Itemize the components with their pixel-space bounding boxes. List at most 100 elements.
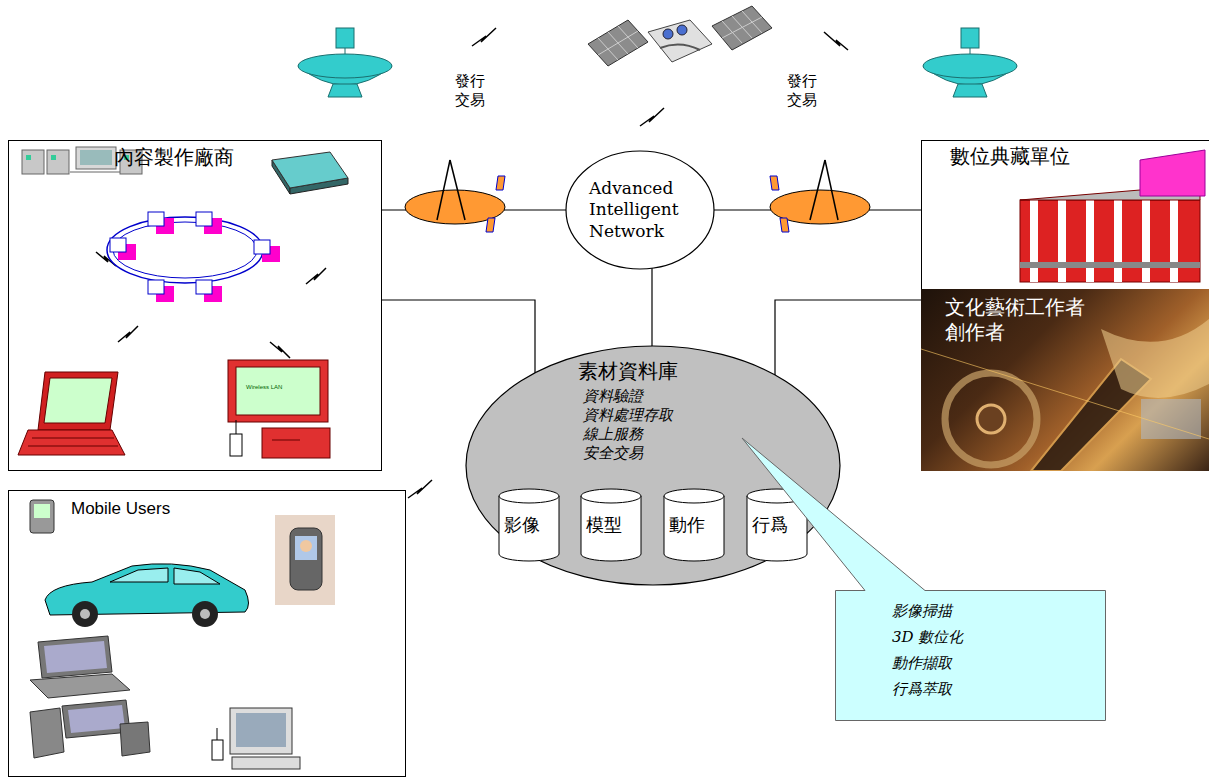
building xyxy=(1142,200,1150,282)
satellite-dish xyxy=(923,54,1017,78)
laptop xyxy=(44,378,112,423)
cylinder-label: 影像 xyxy=(504,514,540,537)
connector-line xyxy=(775,300,921,375)
shape-part xyxy=(566,151,714,269)
satellite xyxy=(598,31,638,55)
link-label: 發行 交易 xyxy=(787,72,821,110)
satellite xyxy=(660,44,700,50)
company-box: 內容製作廠商 xyxy=(8,140,382,471)
laptop xyxy=(120,722,150,756)
antenna xyxy=(780,218,789,232)
mobile-users-box: Mobile Users xyxy=(8,490,406,777)
shape-part xyxy=(921,349,1209,439)
antenna xyxy=(825,160,838,220)
box-title: Mobile Users xyxy=(71,498,170,519)
database-cylinder: 動作 xyxy=(663,488,725,562)
car xyxy=(174,568,220,584)
shape-part xyxy=(945,373,1037,465)
building xyxy=(1020,200,1200,282)
desktop-computer xyxy=(262,428,330,458)
satellite-dish xyxy=(961,28,979,48)
antenna xyxy=(437,160,450,220)
satellite-dish xyxy=(298,54,392,78)
satellite-dish xyxy=(336,28,354,48)
desktop-computer xyxy=(230,708,292,754)
building xyxy=(1058,200,1066,282)
server-rack xyxy=(26,155,31,160)
laptop xyxy=(38,636,112,678)
callout-item: 3D 數位化 xyxy=(892,628,963,647)
pda xyxy=(34,504,50,518)
desktop-computer xyxy=(212,708,300,769)
service-item: 安全交易 xyxy=(583,444,643,463)
building xyxy=(1020,150,1205,282)
book xyxy=(272,152,348,188)
box-title: 數位典藏單位 xyxy=(950,144,1070,169)
pda xyxy=(30,500,54,533)
token-ring xyxy=(107,217,263,283)
service-item: 資料驗證 xyxy=(583,387,643,406)
token-ring xyxy=(196,280,212,294)
antenna xyxy=(810,160,825,220)
token-ring xyxy=(254,240,270,254)
shape-part xyxy=(581,489,641,503)
building xyxy=(1086,200,1094,282)
artist-photo-panel: 文化藝術工作者 創作者 xyxy=(921,289,1209,471)
server-rack xyxy=(76,147,116,169)
laptop xyxy=(44,641,107,673)
panel-label: 文化藝術工作者 創作者 xyxy=(945,295,1105,345)
server-rack xyxy=(51,155,56,160)
desktop-computer xyxy=(236,420,237,434)
satellite xyxy=(677,25,687,35)
wireless-symbol xyxy=(472,28,496,46)
shape-part xyxy=(499,496,559,561)
desktop-computer xyxy=(212,740,223,760)
car xyxy=(45,564,249,627)
satellite xyxy=(712,6,772,50)
token-ring xyxy=(148,280,164,294)
database-cylinder: 影像 xyxy=(498,488,560,562)
server-rack xyxy=(80,150,112,165)
desktop-computer xyxy=(232,757,300,769)
shape-part xyxy=(499,489,559,503)
desktop-computer xyxy=(217,728,218,740)
laptop xyxy=(30,708,64,758)
token-ring xyxy=(107,212,280,302)
token-ring xyxy=(110,238,126,252)
callout-box: 影像掃描3D 數位化動作擷取行爲萃取 xyxy=(835,590,1106,721)
shape-part xyxy=(466,346,840,585)
database-title: 素材資料庫 xyxy=(578,359,678,384)
service-item: 線上服務 xyxy=(583,425,643,444)
screen-text: Wireless LAN xyxy=(246,384,282,392)
book xyxy=(272,152,348,194)
laptop xyxy=(62,700,130,738)
cylinder-label: 動作 xyxy=(669,514,705,537)
desktop-computer xyxy=(228,360,328,422)
car xyxy=(80,609,90,619)
phone-photo xyxy=(295,536,317,560)
wireless-symbol xyxy=(824,32,848,50)
shape-part xyxy=(664,496,724,561)
car xyxy=(110,568,168,582)
antenna xyxy=(405,160,505,232)
shape-part xyxy=(1101,319,1209,398)
satellite-dish xyxy=(298,28,392,97)
satellite-dish xyxy=(953,84,987,97)
building xyxy=(1030,200,1038,282)
link-label: 發行 交易 xyxy=(455,72,489,110)
callout-item: 動作擷取 xyxy=(892,654,952,673)
token-ring xyxy=(113,222,257,278)
laptop xyxy=(18,430,125,455)
laptop xyxy=(28,446,118,447)
phone-photo xyxy=(275,515,335,605)
laptop xyxy=(32,438,114,439)
pda xyxy=(30,500,54,533)
server-rack xyxy=(47,150,69,174)
service-item: 資料處理存取 xyxy=(583,406,673,425)
wireless-symbol xyxy=(408,480,432,498)
desktop-computer xyxy=(236,367,320,415)
connector-line xyxy=(382,300,535,373)
desktop-computer xyxy=(228,360,330,458)
wireless-symbol xyxy=(270,342,290,358)
wireless-symbol xyxy=(306,268,326,284)
